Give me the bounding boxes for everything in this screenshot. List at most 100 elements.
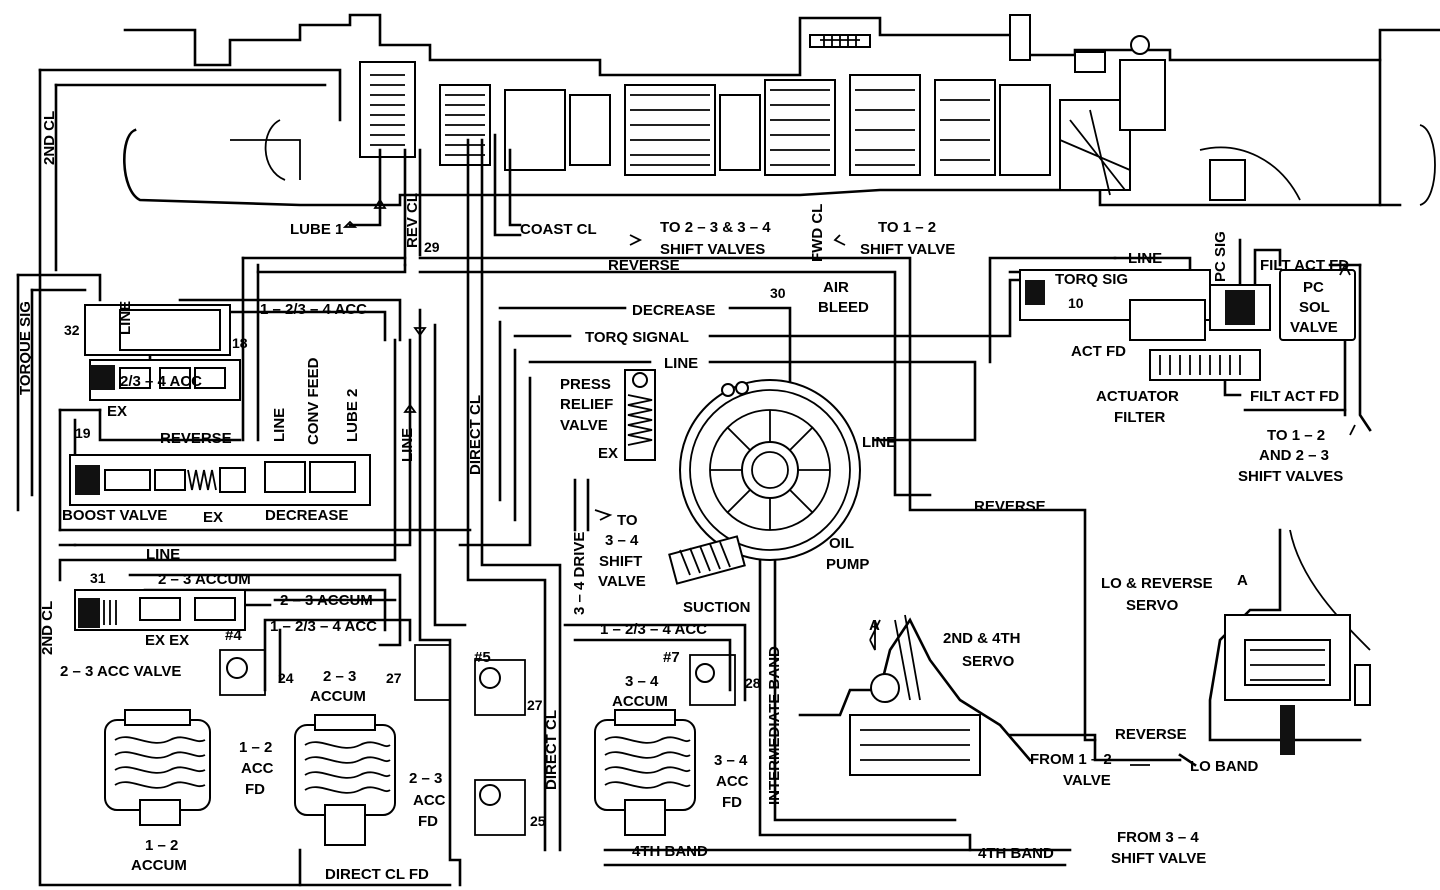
label-oil: OIL [829, 535, 854, 552]
label-lube2: LUBE 2 [344, 389, 361, 442]
label-n5: #5 [474, 649, 491, 666]
label-acc-fd-34-1: 3 – 4 [714, 752, 748, 769]
label-to-23-34: TO 2 – 3 & 3 – 4 [660, 219, 771, 236]
label-boost-valve: BOOST VALVE [62, 507, 167, 524]
label-n29: 29 [424, 239, 440, 255]
label-acc-fd-34-3: FD [722, 794, 742, 811]
label-line-c: LINE [399, 428, 416, 462]
label-to-34-to: TO [617, 512, 638, 529]
label-accum-34-2: ACCUM [612, 693, 668, 710]
label-pump: PUMP [826, 556, 869, 573]
label-and-23: AND 2 – 3 [1259, 447, 1329, 464]
label-relief-valve: VALVE [560, 417, 608, 434]
label-4th-band-b: 4TH BAND [978, 845, 1054, 862]
hydraulic-passages [16, 68, 1372, 887]
label-acc-valve-23: 2 – 3 ACC VALVE [60, 663, 181, 680]
label-actuator: ACTUATOR [1096, 388, 1179, 405]
label-press: PRESS [560, 376, 611, 393]
label-from-34-2: SHIFT VALVE [1111, 850, 1206, 867]
label-lo-rev-1: LO & REVERSE [1101, 575, 1213, 592]
label-ex-a: EX [107, 403, 127, 420]
label-pc: PC [1303, 279, 1324, 296]
pc-solenoid-assembly [1019, 269, 1356, 381]
labels: LUBE 1 REV CL 29 COAST CL TO 2 – 3 & 3 –… [17, 111, 1349, 883]
label-n30: 30 [770, 285, 786, 301]
servo-2nd-4th [798, 614, 1032, 776]
label-4th-band-a: 4TH BAND [632, 843, 708, 860]
accumulators [104, 644, 736, 846]
label-a-mark-1: A [869, 617, 880, 634]
label-acc-fd-23-1: 2 – 3 [409, 770, 442, 787]
label-servo-24-1: 2ND & 4TH [943, 630, 1021, 647]
label-line-f: LINE [862, 434, 896, 451]
label-accum-23-b: 2 – 3 ACCUM [280, 592, 373, 609]
label-decrease-b: DECREASE [632, 302, 715, 319]
label-filt-act-fd-b: FILT ACT FD [1250, 388, 1339, 405]
lo-reverse-servo [1208, 528, 1371, 755]
label-accum-34-1: 3 – 4 [625, 673, 659, 690]
label-2nd-cl-bot: 2ND CL [39, 601, 56, 655]
label-to-34-num: 3 – 4 [605, 532, 639, 549]
label-filt-act-fd-a: FILT ACT FD [1260, 257, 1349, 274]
label-n24: 24 [278, 670, 294, 686]
label-34-drive: 3 – 4 DRIVE [571, 532, 588, 615]
label-torq-signal: TORQ SIGNAL [585, 329, 689, 346]
label-relief: RELIEF [560, 396, 613, 413]
label-direct-cl-b: DIRECT CL [543, 710, 560, 790]
label-a-mark-2: A [1237, 572, 1248, 589]
label-rev-cl: REV CL [404, 193, 421, 248]
label-sol: SOL [1299, 299, 1330, 316]
label-acc-fd-34-2: ACC [716, 773, 749, 790]
label-torq-sig: TORQ SIG [1055, 271, 1128, 288]
label-to-12: TO 1 – 2 [878, 219, 936, 236]
label-from-34-1: FROM 3 – 4 [1117, 829, 1199, 846]
label-conv-feed: CONV FEED [305, 357, 322, 445]
label-direct-cl-fd: DIRECT CL FD [325, 866, 429, 883]
label-lo-band: LO BAND [1190, 758, 1258, 775]
label-accum-23-c2: ACCUM [310, 688, 366, 705]
label-n27b: 27 [527, 697, 543, 713]
label-from-12-2: VALVE [1063, 772, 1111, 789]
label-line-b: LINE [271, 408, 288, 442]
label-suction: SUCTION [683, 599, 751, 616]
label-reverse-right: REVERSE [974, 498, 1046, 515]
label-filter: FILTER [1114, 409, 1166, 426]
label-shift-valves-b: SHIFT VALVES [1238, 468, 1343, 485]
label-n28: 28 [745, 675, 761, 691]
label-acc-1234-b: 1 – 2/3 – 4 ACC [270, 618, 377, 635]
label-lo-rev-2: SERVO [1126, 597, 1179, 614]
label-lube1: LUBE 1 [290, 221, 343, 238]
label-air: AIR [823, 279, 849, 296]
label-shift-valve-a: SHIFT VALVE [860, 241, 955, 258]
label-n4: #4 [225, 627, 242, 644]
label-n7: #7 [663, 649, 680, 666]
label-direct-cl-a: DIRECT CL [467, 395, 484, 475]
label-pc-valve: VALVE [1290, 319, 1338, 336]
label-acc-fd-23-3: FD [418, 813, 438, 830]
label-line-a: LINE [117, 301, 134, 335]
label-n27a: 27 [386, 670, 402, 686]
label-act-fd: ACT FD [1071, 343, 1126, 360]
label-decrease-a: DECREASE [265, 507, 348, 524]
label-ex-c: EX [203, 509, 223, 526]
valve-body-left [69, 304, 371, 631]
label-ex-ex: EX EX [145, 632, 189, 649]
label-coast-cl: COAST CL [520, 221, 597, 238]
label-line-g: LINE [1128, 250, 1162, 267]
label-torque-sig: TORQUE SIG [17, 301, 34, 395]
label-shift-valves-a: SHIFT VALVES [660, 241, 765, 258]
label-acc-fd-12-1: 1 – 2 [239, 739, 272, 756]
label-n19: 19 [75, 425, 91, 441]
label-reverse-top: REVERSE [608, 257, 680, 274]
label-fwd-cl: FWD CL [809, 204, 826, 262]
label-acc-fd-12-2: ACC [241, 760, 274, 777]
label-n10: 10 [1068, 295, 1084, 311]
flow-arrows [342, 198, 1356, 766]
label-acc-fd-12-3: FD [245, 781, 265, 798]
label-to-34-valve: VALVE [598, 573, 646, 590]
label-accum-12-1: 1 – 2 [145, 837, 178, 854]
oil-pump [668, 379, 861, 585]
label-to-12-b: TO 1 – 2 [1267, 427, 1325, 444]
label-acc-fd-23-2: ACC [413, 792, 446, 809]
